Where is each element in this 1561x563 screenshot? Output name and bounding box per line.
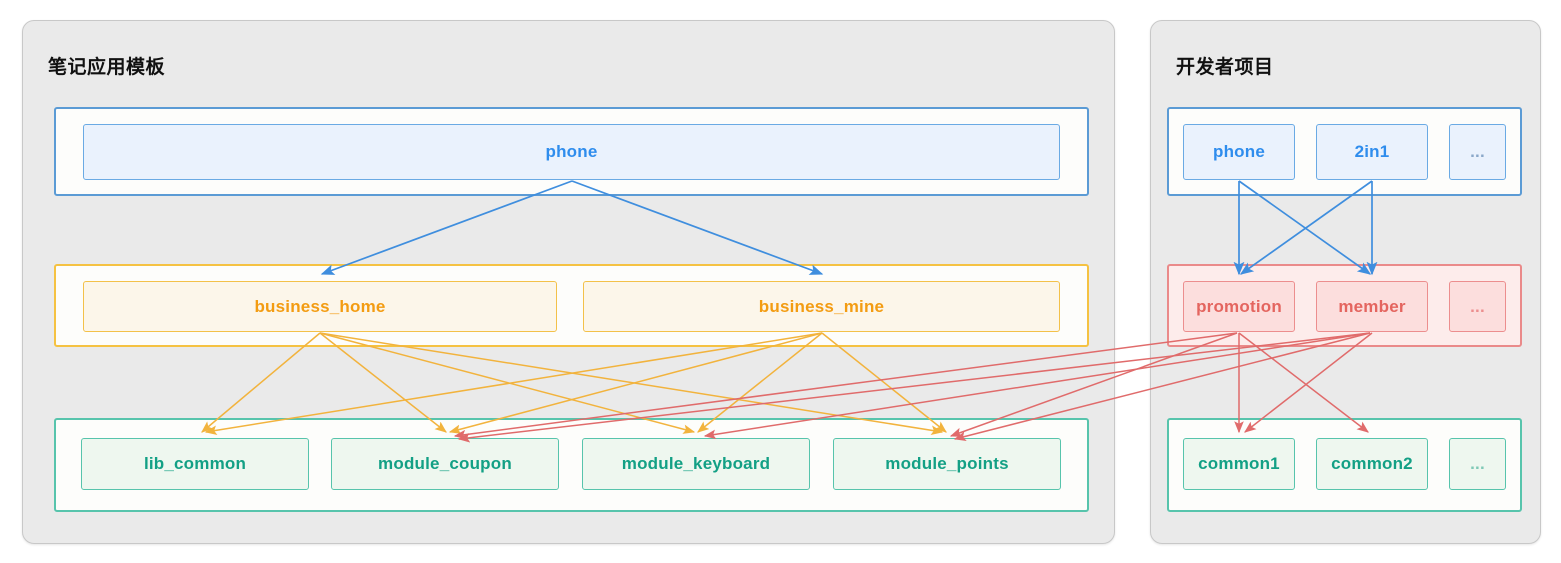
panel-developer-title: 开发者项目 (1176, 57, 1274, 78)
node-business-home[interactable]: business_home (83, 281, 557, 332)
node-business-mine[interactable]: business_mine (583, 281, 1060, 332)
node-module-keyboard[interactable]: module_keyboard (582, 438, 810, 490)
node-dev-2in1[interactable]: 2in1 (1316, 124, 1428, 180)
node-module-coupon[interactable]: module_coupon (331, 438, 559, 490)
node-dev-business-more[interactable]: ... (1449, 281, 1506, 332)
node-promotion[interactable]: promotion (1183, 281, 1295, 332)
node-template-phone[interactable]: phone (83, 124, 1060, 180)
node-lib-common[interactable]: lib_common (81, 438, 309, 490)
node-dev-app-more[interactable]: ... (1449, 124, 1506, 180)
panel-template-title: 笔记应用模板 (48, 57, 166, 78)
node-dev-phone[interactable]: phone (1183, 124, 1295, 180)
node-module-points[interactable]: module_points (833, 438, 1061, 490)
node-common1[interactable]: common1 (1183, 438, 1295, 490)
node-member[interactable]: member (1316, 281, 1428, 332)
node-dev-module-more[interactable]: ... (1449, 438, 1506, 490)
node-common2[interactable]: common2 (1316, 438, 1428, 490)
